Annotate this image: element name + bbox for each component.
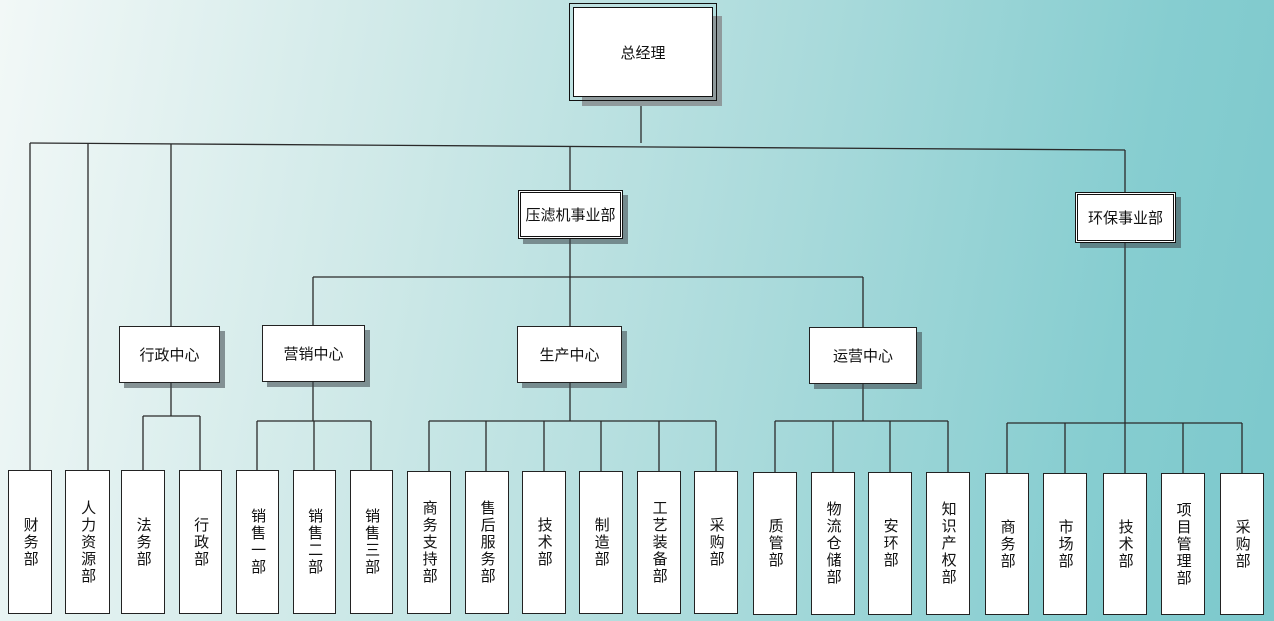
dept-legal: 法务部 [121,470,165,614]
dept-business-support: 商务支持部 [407,471,451,614]
dept-after-sales: 售后服务部 [465,471,509,614]
dept-sales-2: 销售二部 [293,470,336,614]
production-center-box: 生产中心 [517,326,622,383]
dept-quality: 质管部 [753,472,797,615]
ceo-label: 总经理 [620,43,666,62]
dept-technology: 技术部 [522,471,566,614]
dept-procurement: 采购部 [694,471,738,614]
operations-center-box: 运营中心 [809,327,917,384]
dept-manufacturing: 制造部 [579,471,623,614]
dept-env-procurement: 采购部 [1220,473,1264,615]
dept-administration: 行政部 [179,470,222,614]
production-center-label: 生产中心 [539,346,600,364]
admin-center-box: 行政中心 [119,326,220,383]
dept-env-business: 商务部 [985,473,1029,615]
dept-env-project-mgmt: 项目管理部 [1161,473,1205,615]
dept-process-equipment: 工艺装备部 [637,471,681,614]
marketing-center-label: 营销中心 [283,345,344,363]
dept-logistics: 物流仓储部 [811,472,855,615]
dept-finance: 财务部 [8,470,52,614]
admin-center-label: 行政中心 [139,346,200,364]
dept-ip: 知识产权部 [926,472,970,615]
ceo-box: 总经理 [569,3,717,101]
environmental-division-box: 环保事业部 [1075,192,1176,243]
dept-sales-1: 销售一部 [236,470,279,614]
operations-center-label: 运营中心 [832,347,893,365]
dept-hr: 人力资源部 [65,470,110,614]
dept-env-technology: 技术部 [1103,473,1147,615]
environmental-division-label: 环保事业部 [1087,209,1163,227]
dept-safety-env: 安环部 [868,472,912,615]
dept-env-market: 市场部 [1043,473,1087,615]
filter-press-division-label: 压滤机事业部 [525,206,616,224]
filter-press-division-box: 压滤机事业部 [518,190,623,239]
marketing-center-box: 营销中心 [262,325,365,382]
dept-sales-3: 销售三部 [350,470,393,614]
